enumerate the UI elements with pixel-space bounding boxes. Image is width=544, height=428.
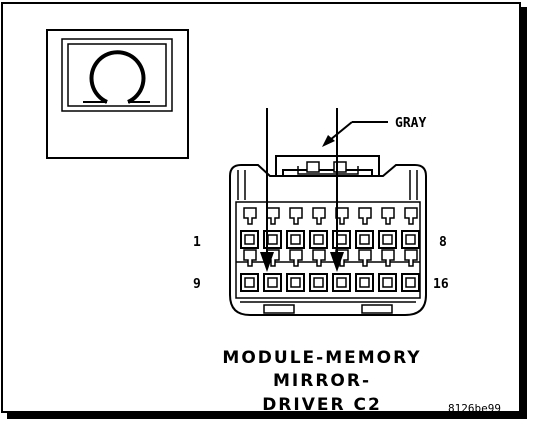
cavity-terminal [313,277,324,288]
cavity-latch [243,207,257,225]
pin-label-8: 8 [439,235,447,250]
cavity-latch [358,207,372,225]
cavity-latch [289,207,303,225]
cavity-terminal [267,234,278,245]
cavity-latch [358,249,372,267]
pin-label-9: 9 [193,277,201,292]
cavity-latch [289,249,303,267]
cavity-grid [240,207,420,292]
pin-label-1: 1 [193,235,201,250]
cavity-latch [243,249,257,267]
wire-leads [260,108,344,272]
cavity-latch [266,207,280,225]
cavity-terminal [382,277,393,288]
wire-arrow-left [260,252,274,272]
cavity-latch [381,249,395,267]
cavity-terminal [290,234,301,245]
callout-arrowhead [322,135,335,147]
caption-line-2: MIRROR- [273,371,371,391]
cavity-terminal [244,277,255,288]
cavity-terminal [359,234,370,245]
pin-label-16: 16 [433,277,449,292]
cavity-terminal [290,277,301,288]
cavity-terminal [359,277,370,288]
circle-arc-icon [89,50,146,104]
cavity-latch [404,207,418,225]
cavity-terminal [405,277,416,288]
gray-callout: GRAY [322,116,426,147]
view-icon [46,29,189,159]
cavity-latch [381,207,395,225]
frame-shadow-bottom [7,411,527,419]
cavity-latch [404,249,418,267]
cavity-terminal [382,234,393,245]
wire-arrow-right [330,252,344,272]
cavity-terminal [313,234,324,245]
frame-shadow-right [519,7,527,419]
cavity-terminal [267,277,278,288]
caption-line-3: DRIVER C2 [262,395,382,415]
cavity-terminal [336,234,347,245]
cavity-terminal [405,234,416,245]
cavity-terminal [244,234,255,245]
wire-color-label: GRAY [395,116,426,131]
figure-id: 8126be99 [448,402,501,415]
cavity-latch [312,207,326,225]
cavity-terminal [336,277,347,288]
caption-line-1: MODULE-MEMORY [222,348,421,368]
cavity-latch [312,249,326,267]
